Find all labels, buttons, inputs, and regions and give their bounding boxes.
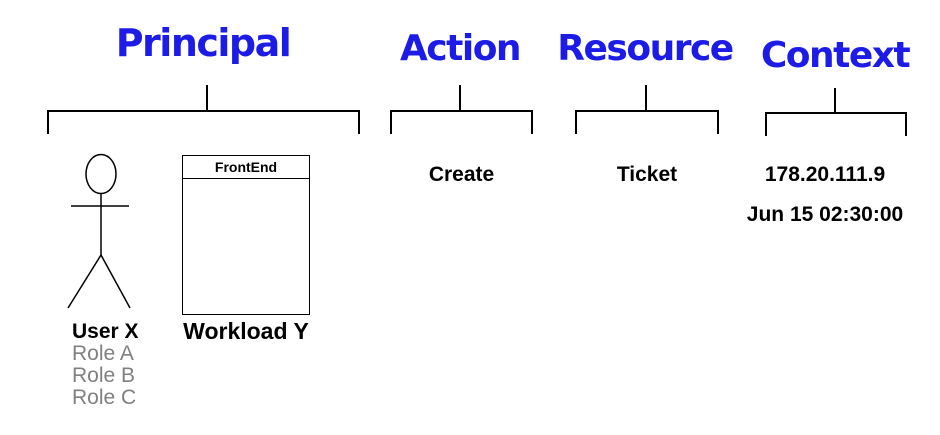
workload-box: FrontEnd [182,155,310,315]
context-bracket-tick [834,88,836,112]
context-timestamp-value: Jun 15 02:30:00 [746,203,904,226]
principal-grouping-bracket [47,110,360,134]
workload-box-title: FrontEnd [183,156,309,179]
person-icon [67,153,131,309]
user-label-block: User X Role A Role B Role C [72,321,139,409]
user-role-label: Role C [72,386,137,409]
resource-grouping-bracket [575,110,719,134]
action-bracket-tick [459,85,461,110]
user-role-label: Role B [72,364,136,387]
workload-caption: Workload Y [183,318,309,344]
action-grouping-bracket [390,110,533,134]
user-name-label: User X [72,320,139,343]
user-role-label: Role A [72,342,134,365]
context-ip-value: 178.20.111.9 [764,163,886,186]
context-grouping-bracket [765,112,907,136]
principal-heading: Principal [115,21,292,65]
resource-heading: Resource [557,28,734,69]
action-heading: Action [399,28,522,69]
resource-bracket-tick [645,85,647,110]
principal-bracket-tick [206,85,208,110]
action-value: Create [428,163,495,186]
context-heading: Context [760,35,911,76]
resource-value: Ticket [616,163,678,186]
